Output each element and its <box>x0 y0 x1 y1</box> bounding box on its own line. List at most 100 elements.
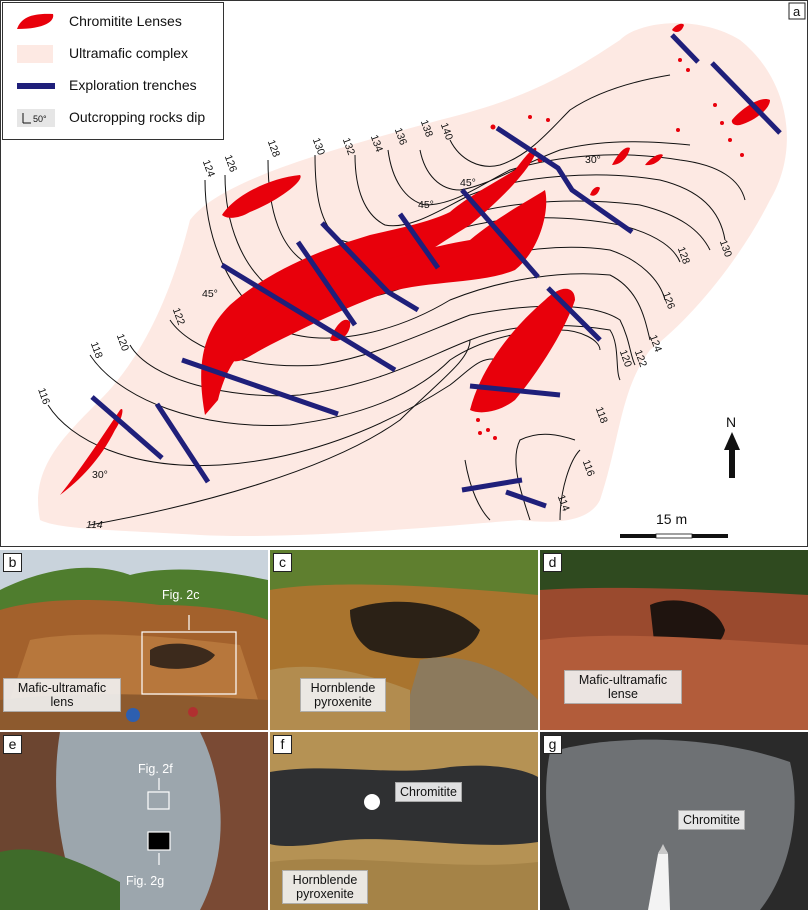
contour-label: 128 <box>265 138 282 159</box>
dip-symbol-text: 50° <box>33 114 47 124</box>
dip-label: 45° <box>418 199 434 211</box>
legend-label: Outcropping rocks dip <box>69 109 206 125</box>
chromitite-pod <box>678 58 682 62</box>
exploration-trench <box>460 188 540 279</box>
chromitite-pod <box>486 428 490 432</box>
contour-label: 126 <box>222 153 239 174</box>
outcrop-photo-b <box>0 550 268 730</box>
contour-label: 124 <box>200 158 217 179</box>
exploration-trench <box>710 61 782 135</box>
figure-reference: Fig. 2g <box>126 874 165 888</box>
contour-label: 122 <box>170 306 187 327</box>
exploration-trench <box>220 262 397 373</box>
rock-label: Chromitite <box>395 782 462 802</box>
rock-label: Mafic-ultramafic lense <box>564 670 682 704</box>
chromitite-lens <box>60 409 123 495</box>
contour-label: 130 <box>717 238 734 259</box>
dip-symbol-icon: 50° <box>17 109 55 127</box>
exploration-trench <box>397 212 441 270</box>
exploration-trench <box>154 402 211 484</box>
chromitite-pod <box>740 153 744 157</box>
chromitite-pod <box>490 124 496 130</box>
contour-label: 130 <box>310 136 327 157</box>
chromitite-lens <box>470 288 575 413</box>
north-arrow: N <box>724 414 740 478</box>
contour-label: 128 <box>675 245 692 266</box>
contour-label: 138 <box>418 118 435 139</box>
contour-label: 132 <box>340 136 357 157</box>
rock-label: Mafic-ultramafic lens <box>3 678 121 712</box>
chromitite-pod <box>676 128 680 132</box>
contour-label: 118 <box>593 405 610 425</box>
legend-item-dip: 50° Outcropping rocks dip <box>13 107 205 129</box>
contour-label: 116 <box>35 386 52 406</box>
exploration-trench <box>505 489 547 509</box>
chromitite-lens <box>612 147 630 165</box>
exploration-trench <box>295 240 358 327</box>
chromitite-pod <box>720 121 724 125</box>
photo-panel-d: d Mafic-ultramafic lense <box>540 550 808 730</box>
rock-label: Chromitite <box>678 810 745 830</box>
contour-label: 140 <box>438 121 455 142</box>
chromitite-pod <box>686 68 690 72</box>
panel-label-f: f <box>273 735 292 754</box>
dip-label: 30° <box>92 469 108 481</box>
photo-panel-e: e Fig. 2f Fig. 2g <box>0 732 268 910</box>
panel-label-g: g <box>543 735 562 754</box>
contour-label: 134 <box>368 133 385 154</box>
contour-label-group: 114 116 118 120 122 124 126 128 130 132 … <box>35 118 734 531</box>
photo-panel-f: f Chromitite Hornblende pyroxenite <box>270 732 538 910</box>
dip-label: 30° <box>585 154 601 166</box>
chromitite-pod <box>493 436 497 440</box>
rock-label: Hornblende pyroxenite <box>282 870 368 904</box>
contour-label: 124 <box>647 333 664 354</box>
legend-label: Ultramafic complex <box>69 45 189 61</box>
exploration-trench <box>469 383 561 398</box>
legend-item-trenches: Exploration trenches <box>13 75 197 97</box>
chromitite-pod <box>546 118 550 122</box>
legend-label: Exploration trenches <box>69 77 197 93</box>
photo-panel-g: g Chromitite <box>540 732 808 910</box>
exploration-trenches <box>90 33 782 509</box>
chromitite-pod <box>728 138 732 142</box>
contour-label: 122 <box>632 348 649 369</box>
panel-label-e: e <box>3 735 22 754</box>
exploration-trench <box>546 286 602 342</box>
chromitite-pod <box>476 418 480 422</box>
chromitite-lens <box>590 186 600 196</box>
contour-label: 136 <box>392 126 409 147</box>
photo-panel-c: c Hornblende pyroxenite <box>270 550 538 730</box>
panel-label-a: a <box>793 4 801 19</box>
exploration-trench <box>90 395 164 460</box>
geological-map-panel: 114 116 118 120 122 124 126 128 130 132 … <box>0 0 808 547</box>
contour-label: 116 <box>580 458 597 478</box>
figure-reference: Fig. 2f <box>138 762 173 776</box>
legend-label: Chromitite Lenses <box>69 13 182 29</box>
scale-bar: 15 m <box>620 511 728 539</box>
panel-label-b: b <box>3 553 22 572</box>
chromitite-lens <box>672 23 684 33</box>
exploration-trench <box>181 357 339 417</box>
contour-label: 118 <box>88 340 105 360</box>
exploration-trench <box>495 125 634 235</box>
photo-panel-b: b Fig. 2c Mafic-ultramafic lens <box>0 550 268 730</box>
exploration-trench <box>320 221 420 313</box>
chromitite-pod <box>713 103 717 107</box>
contour-label: 126 <box>660 290 677 311</box>
panel-label-c: c <box>273 553 292 572</box>
map-legend: Chromitite Lenses Ultramafic complex Exp… <box>2 2 224 140</box>
north-label: N <box>726 414 736 430</box>
chromitite-lens <box>222 175 301 218</box>
exploration-trench <box>670 33 700 64</box>
chromitite-pod <box>528 115 532 119</box>
contour-label: 114 <box>555 493 572 513</box>
dip-label-group: 45° 45° 45° 30° 30° <box>92 154 601 481</box>
outcrop-photo-g <box>540 732 808 910</box>
chromitite-lens <box>645 154 663 166</box>
chromitite-lens <box>731 99 770 126</box>
scale-bar-label: 15 m <box>656 511 687 527</box>
exploration-trench <box>461 477 523 493</box>
contour-label: 120 <box>617 348 634 369</box>
panel-label-d: d <box>543 553 562 572</box>
chromitite-pod <box>478 431 482 435</box>
